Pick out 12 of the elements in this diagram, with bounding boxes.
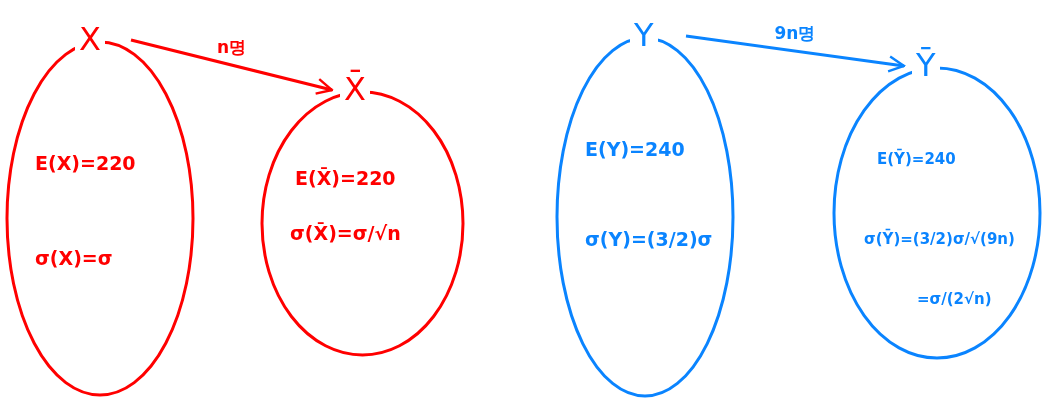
- formula-text: E(Ȳ)=240: [877, 148, 956, 170]
- arrow: [685, 34, 906, 73]
- ellipse: [832, 48, 1042, 360]
- formula-text: E(X̄)=220: [295, 167, 396, 189]
- formula-text: σ(Y)=(3/2)σ: [585, 228, 713, 250]
- formula-text: =σ/(2√n): [917, 289, 992, 310]
- arrow: [130, 38, 334, 95]
- formula-text: σ(X)=σ: [35, 247, 113, 269]
- formula-text: σ(X̄)=σ/√n: [290, 222, 401, 244]
- formula-text: E(Y)=240: [585, 138, 685, 160]
- formula-text: E(X)=220: [35, 152, 136, 174]
- formula-text: σ(Ȳ)=(3/2)σ/√(9n): [864, 228, 1015, 250]
